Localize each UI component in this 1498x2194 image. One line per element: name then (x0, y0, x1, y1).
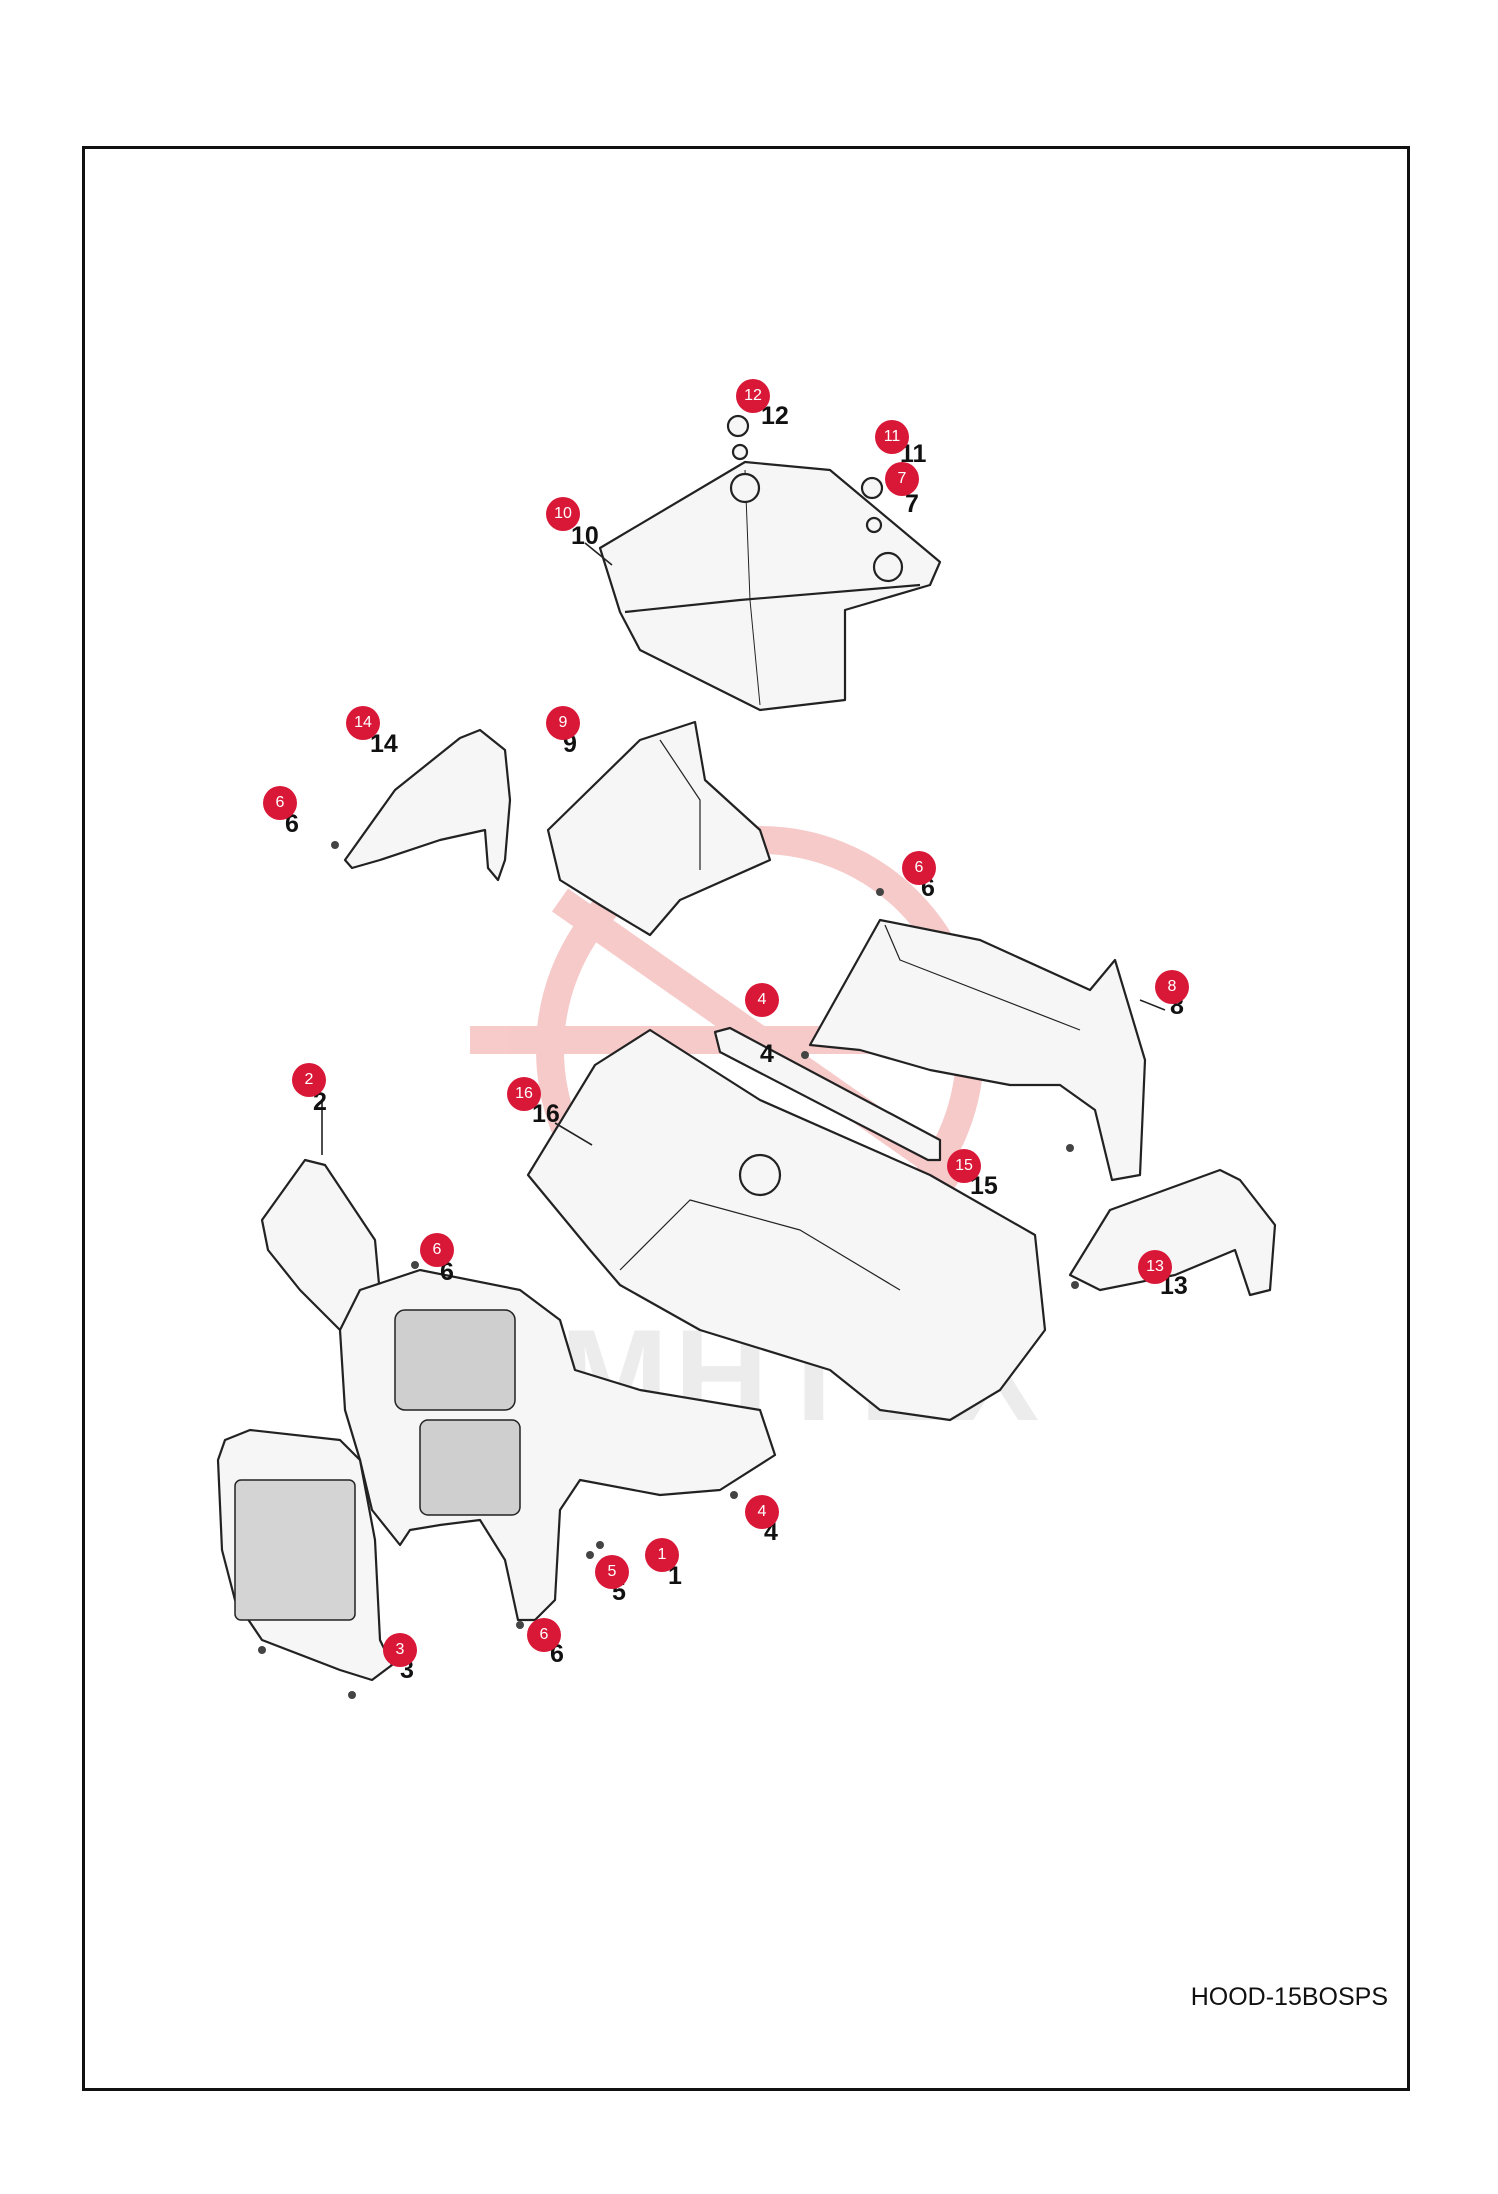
callout-marker: 9 (546, 706, 580, 740)
part-center-console (546, 720, 772, 937)
callout-marker: 14 (346, 706, 380, 740)
callout-marker: 6 (420, 1233, 454, 1267)
part-label: 10 (571, 522, 599, 550)
callout-marker: 6 (902, 851, 936, 885)
callout-marker: 1 (645, 1538, 679, 1572)
callout-marker: 5 (595, 1555, 629, 1589)
part-left-inner-panel (343, 728, 512, 882)
callout-marker: 4 (745, 983, 779, 1017)
callout-marker: 2 (292, 1063, 326, 1097)
callout-marker: 4 (745, 1495, 779, 1529)
part-hood-panel (598, 460, 942, 712)
part-label: 4 (760, 1040, 774, 1068)
part-right-side-panel (808, 918, 1147, 1182)
callout-marker: 3 (383, 1633, 417, 1667)
drawing-frame (82, 146, 1410, 2091)
part-label: 7 (905, 490, 919, 518)
part-bracket-bar (713, 1026, 942, 1162)
callout-marker: 8 (1155, 970, 1189, 1004)
callout-marker: 10 (546, 497, 580, 531)
callout-marker: 16 (507, 1077, 541, 1111)
drawing-code-label: HOOD-15BOSPS (1190, 1983, 1388, 2011)
callout-marker: 13 (1138, 1250, 1172, 1284)
callout-marker: 11 (875, 420, 909, 454)
callout-marker: 6 (527, 1618, 561, 1652)
callout-marker: 12 (736, 379, 770, 413)
callout-marker: 6 (263, 786, 297, 820)
part-front-tub (526, 1028, 1047, 1422)
callout-marker: 15 (947, 1149, 981, 1183)
callout-marker: 7 (885, 462, 919, 496)
